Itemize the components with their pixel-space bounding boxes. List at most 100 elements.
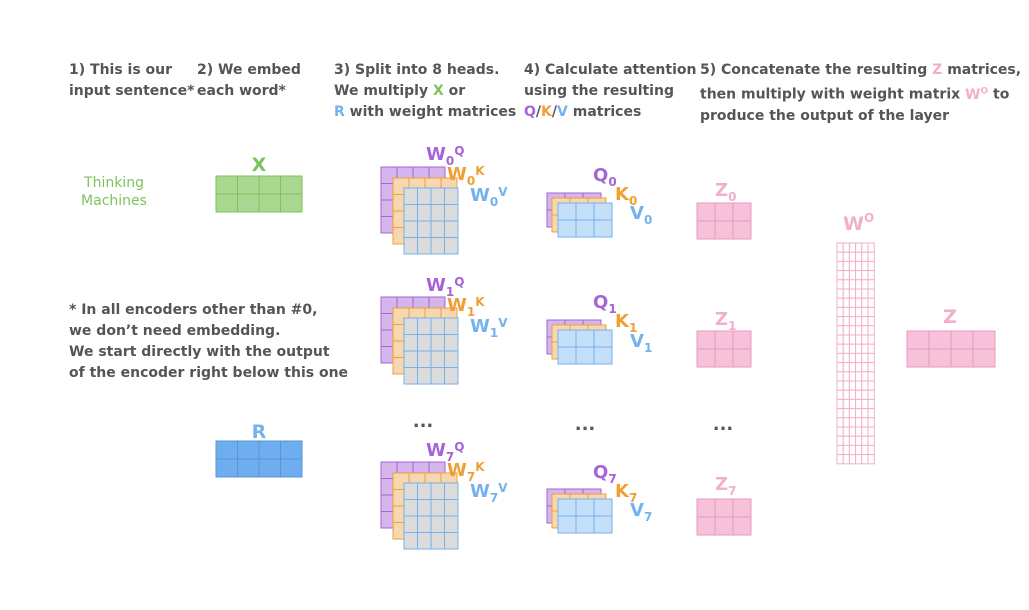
input-sentence: Thinking Machines xyxy=(70,174,158,210)
weight-stack-head-7 xyxy=(380,461,459,550)
z-matrix-head-1 xyxy=(696,330,752,368)
wv-matrix xyxy=(403,317,459,385)
step-4-line-3: Q/K/V matrices xyxy=(524,102,696,123)
z-matrix-head-7 xyxy=(696,498,752,536)
z-matrix-head-0 xyxy=(696,202,752,240)
step-2-line-2: each word* xyxy=(197,83,286,99)
step-5-wo-sup: O xyxy=(980,86,989,96)
z-7-grid xyxy=(696,498,752,536)
step-4-slash-2: / xyxy=(551,104,558,120)
z-7-label: Z7 xyxy=(715,474,736,498)
wo-matrix-label: WO xyxy=(843,211,874,235)
v-0-label: V0 xyxy=(630,203,652,227)
v-matrix xyxy=(557,498,613,534)
step-4-label: 4) Calculate attention using the resulti… xyxy=(524,60,696,123)
step-4-q-symbol: Q xyxy=(524,104,536,120)
step-4-v-symbol: V xyxy=(557,104,568,120)
ellipsis-qkv: ... xyxy=(575,414,596,435)
step-3-text-multiply: We multiply xyxy=(334,83,433,99)
wv-0-label: W0V xyxy=(470,185,508,209)
word-machines: Machines xyxy=(81,193,147,209)
k-1-label: K1 xyxy=(615,311,637,335)
wq-1-label: W1Q xyxy=(426,275,464,299)
v-1-label: V1 xyxy=(630,331,652,355)
qkv-stack-head-7 xyxy=(546,488,613,534)
step-2-label: 2) We embed each word* xyxy=(197,60,301,102)
step-5-line-1: 5) Concatenate the resulting Z matrices, xyxy=(700,60,1021,81)
footnote-line-1: * In all encoders other than #0, xyxy=(69,302,318,318)
wk-1-label: W1K xyxy=(447,295,485,319)
step-5-line-2: then multiply with weight matrix WO to xyxy=(700,81,1021,106)
footnote-line-3: We start directly with the output xyxy=(69,344,330,360)
wv-1-label: W1V xyxy=(470,316,508,340)
x-matrix-grid xyxy=(215,175,303,213)
step-4-line-2: using the resulting xyxy=(524,83,674,99)
wk-7-label: W7K xyxy=(447,460,485,484)
footnote-line-2: we don’t need embedding. xyxy=(69,323,281,339)
step-2-line-1: 2) We embed xyxy=(197,62,301,78)
wk-0-label: W0K xyxy=(447,164,485,188)
step-4-text-matrices: matrices xyxy=(567,104,642,120)
step-5-text-multiply: then multiply with weight matrix xyxy=(700,86,966,103)
r-matrix-label: R xyxy=(252,421,267,443)
step-3-line-1: 3) Split into 8 heads. xyxy=(334,62,500,78)
step-5-text-matrices: matrices, xyxy=(942,62,1022,78)
z-0-label: Z0 xyxy=(715,180,736,204)
qkv-stack-head-0 xyxy=(546,192,613,238)
step-1-line-2: input sentence* xyxy=(69,83,195,99)
step-1-label: 1) This is our input sentence* xyxy=(69,60,194,102)
step-5-label: 5) Concatenate the resulting Z matrices,… xyxy=(700,60,1021,127)
step-3-text-weights: with weight matrices xyxy=(344,104,517,120)
step-3-label: 3) Split into 8 heads. We multiply X or … xyxy=(334,60,516,123)
step-3-text-or: or xyxy=(443,83,466,99)
step-5-z-symbol: Z xyxy=(932,62,943,78)
z-output-matrix xyxy=(906,330,996,368)
ellipsis-z: ... xyxy=(713,414,734,435)
v-matrix xyxy=(557,329,613,365)
word-thinking: Thinking xyxy=(84,175,144,191)
encoder-footnote: * In all encoders other than #0, we don’… xyxy=(69,300,348,384)
z-0-grid xyxy=(696,202,752,240)
weight-stack-head-0 xyxy=(380,166,459,255)
q-0-label: Q0 xyxy=(593,165,617,189)
step-3-x-symbol: X xyxy=(432,83,444,99)
v-matrix xyxy=(557,202,613,238)
step-3-line-2: We multiply X or xyxy=(334,81,516,102)
q-1-label: Q1 xyxy=(593,292,617,316)
k-7-label: K7 xyxy=(615,481,637,505)
step-5-text-concat: 5) Concatenate the resulting xyxy=(700,62,933,78)
r-matrix-grid xyxy=(215,440,303,478)
step-5-text-to: to xyxy=(988,86,1010,103)
weight-stack-head-1 xyxy=(380,296,459,385)
step-4-k-symbol: K xyxy=(541,104,552,120)
wq-0-label: W0Q xyxy=(426,144,464,168)
wo-matrix xyxy=(836,242,875,465)
r-matrix xyxy=(215,440,303,478)
footnote-line-4: of the encoder right below this one xyxy=(69,365,349,381)
wv-matrix xyxy=(403,187,459,255)
qkv-stack-head-1 xyxy=(546,319,613,365)
step-4-line-1: 4) Calculate attention xyxy=(524,62,697,78)
z-output-grid xyxy=(906,330,996,368)
step-1-line-1: 1) This is our xyxy=(69,62,173,78)
step-5-wo-letter: W xyxy=(965,86,981,103)
k-0-label: K0 xyxy=(615,184,637,208)
wo-matrix-grid xyxy=(836,242,875,465)
q-7-label: Q7 xyxy=(593,462,617,486)
step-3-r-symbol: R xyxy=(334,104,345,120)
v-7-label: V7 xyxy=(630,500,652,524)
step-5-wo-symbol: WO xyxy=(965,86,989,103)
z-1-label: Z1 xyxy=(715,309,736,333)
z-1-grid xyxy=(696,330,752,368)
wv-7-label: W7V xyxy=(470,481,508,505)
wq-7-label: W7Q xyxy=(426,440,464,464)
x-matrix-label: X xyxy=(252,154,267,176)
step-5-line-3: produce the output of the layer xyxy=(700,107,950,124)
step-4-slash-1: / xyxy=(535,104,542,120)
x-matrix xyxy=(215,175,303,213)
wv-matrix xyxy=(403,482,459,550)
ellipsis-weights: ... xyxy=(413,411,434,432)
step-3-line-3: R with weight matrices xyxy=(334,102,516,123)
z-output-label: Z xyxy=(943,306,957,328)
